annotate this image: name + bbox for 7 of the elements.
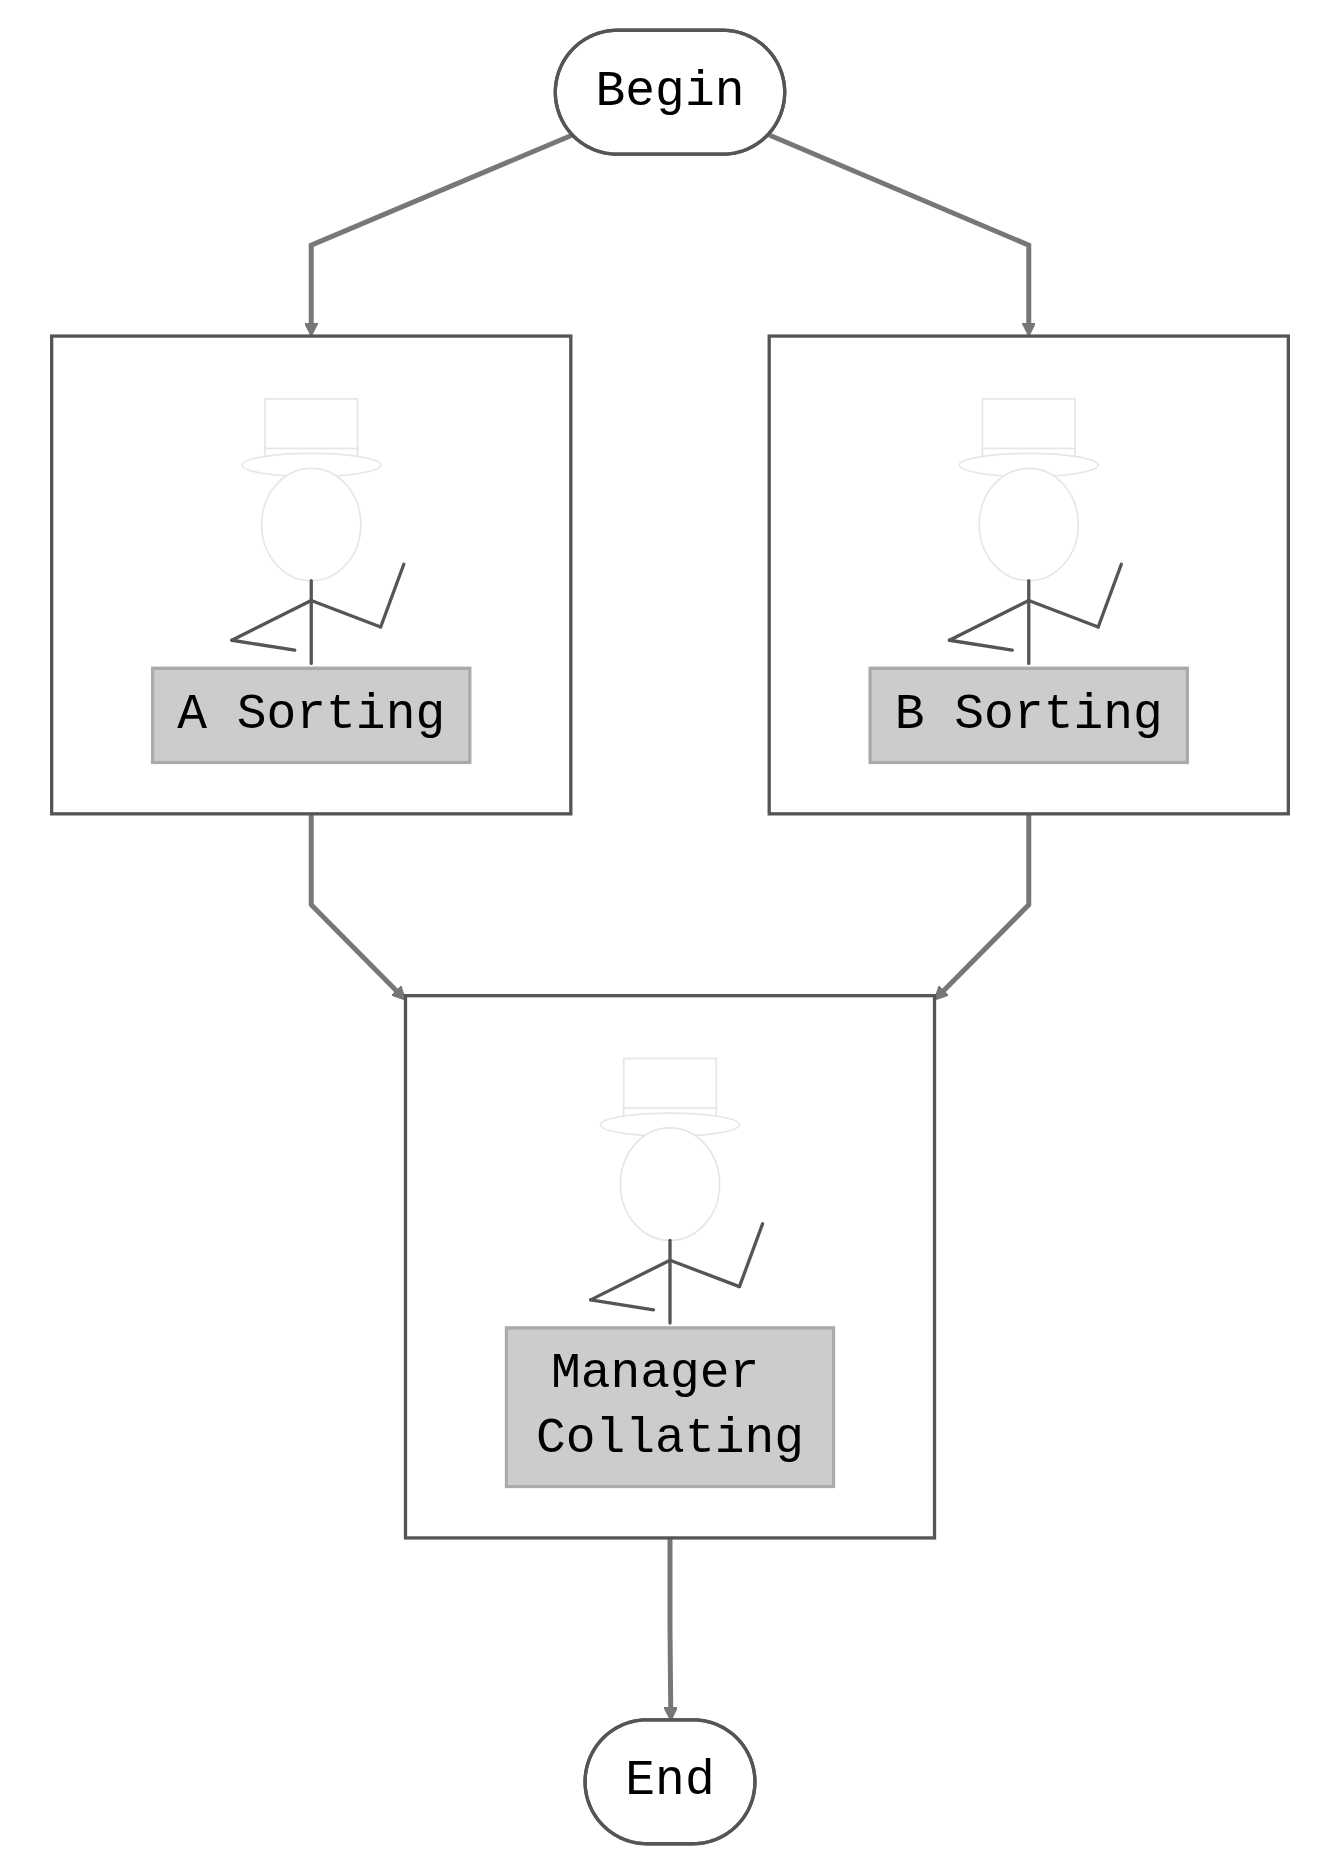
arrow [303,132,574,337]
node-box: B Sorting [767,334,1290,816]
node-box: Manager Collating [403,994,937,1540]
node-box: A Sorting [50,334,573,816]
arrow [308,813,407,1001]
arrow [933,813,1032,1001]
arrow [768,132,1037,337]
